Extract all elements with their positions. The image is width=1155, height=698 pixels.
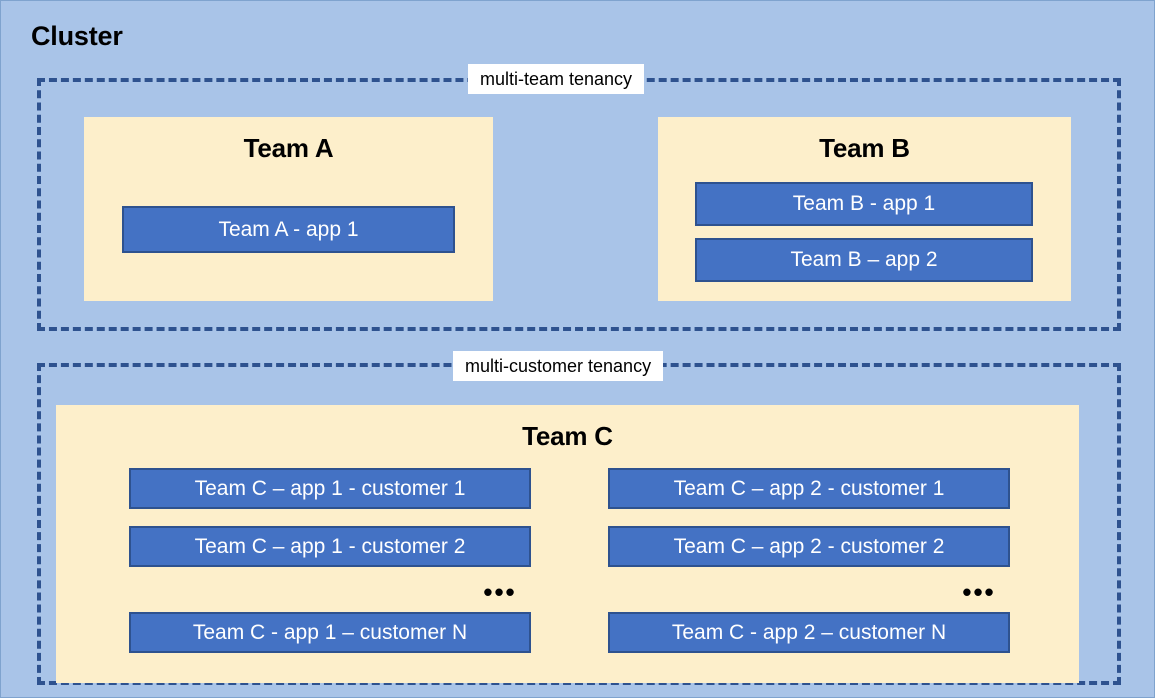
team-card-team-a: Team A Team A - app 1 xyxy=(84,117,493,301)
app-box-team-b-app-1[interactable]: Team B - app 1 xyxy=(695,182,1033,226)
app-box-team-c-app-1-customer-n[interactable]: Team C - app 1 – customer N xyxy=(129,612,531,653)
team-card-team-c: Team C Team C – app 1 - customer 1 Team … xyxy=(56,405,1079,683)
app-box-team-a-app-1[interactable]: Team A - app 1 xyxy=(122,206,455,253)
team-card-team-b: Team B Team B - app 1 Team B – app 2 xyxy=(658,117,1071,301)
app-box-team-b-app-2[interactable]: Team B – app 2 xyxy=(695,238,1033,282)
app-box-team-c-app-2-customer-1[interactable]: Team C – app 2 - customer 1 xyxy=(608,468,1010,509)
cluster-title: Cluster xyxy=(31,21,123,51)
app-box-team-c-app-1-customer-1[interactable]: Team C – app 1 - customer 1 xyxy=(129,468,531,509)
app-box-team-c-app-1-customer-2[interactable]: Team C – app 1 - customer 2 xyxy=(129,526,531,567)
team-title-team-c: Team C xyxy=(522,421,613,451)
ellipsis-team-c-app-2: ••• xyxy=(962,577,996,607)
team-title-team-a: Team A xyxy=(243,133,334,163)
app-box-team-c-app-2-customer-n[interactable]: Team C - app 2 – customer N xyxy=(608,612,1010,653)
tenancy-label-multi-customer: multi-customer tenancy xyxy=(453,351,664,381)
ellipsis-team-c-app-1: ••• xyxy=(483,577,517,607)
tenancy-label-multi-team: multi-team tenancy xyxy=(468,64,645,94)
app-box-team-c-app-2-customer-2[interactable]: Team C – app 2 - customer 2 xyxy=(608,526,1010,567)
team-title-team-b: Team B xyxy=(819,133,910,163)
